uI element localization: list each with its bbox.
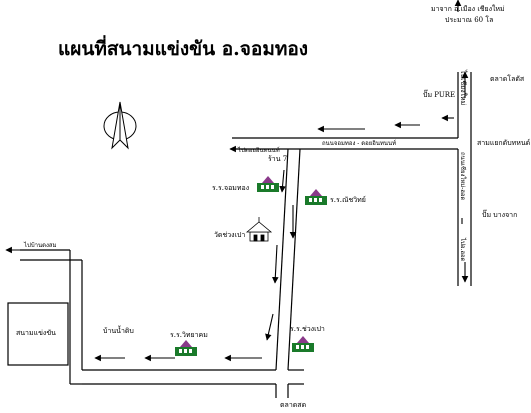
highway-chiangmai-hot — [457, 72, 472, 286]
label-temple: วัดช่วงเปา — [214, 231, 246, 239]
label-to-chiangmai: ไปเชียงใหม่ — [459, 70, 467, 106]
label-highway: ถนนเชียงใหม่-ฮอด — [459, 152, 466, 201]
label-to-dong-kham: ไปบ้านดงสม — [24, 242, 57, 249]
label-talad-lotus: ตลาดโลตัส — [490, 75, 525, 83]
school-building-icon — [305, 189, 327, 205]
distance-note-line2: ประมาณ 60 โล — [445, 16, 494, 24]
label-to-hot: ไปอ.ฮอด — [459, 238, 466, 262]
label-school-chuang-pao: ร.ร.ช่วงเปา — [290, 325, 325, 333]
route-arrows — [5, 0, 469, 362]
road-jomthong-doi — [232, 137, 458, 150]
north-arrow-icon — [103, 101, 137, 150]
label-ban-nam-tok: บ้านน้ำดิบ — [103, 327, 134, 335]
label-to-doi-inthanon: ไปดอยอินทนนท์ — [238, 147, 280, 154]
label-school-jomthong: ร.ร.จอมทอง — [212, 184, 250, 192]
stadium-box — [7, 302, 69, 366]
road-left — [20, 249, 83, 385]
label-three-way-junction: สามแยกดับทหนด์ — [477, 139, 531, 147]
label-shop-7: ร้าน 7 — [268, 155, 288, 163]
label-road-jomthong-doi: ถนนจอมทอง - ดอยอินทนนท์ — [322, 140, 397, 147]
school-building-icon — [257, 176, 279, 192]
label-school-nawaphon: ร.ร.ณัชวิทย์ — [330, 196, 366, 204]
road-to-market — [275, 148, 301, 371]
school-building-icon — [292, 336, 314, 352]
label-pump-pure: ปั๊ม PURE — [423, 91, 456, 99]
label-pump-bangchak: ปั๊ม บางจาก — [482, 211, 518, 219]
label-market: ตลาดสด — [280, 401, 307, 409]
distance-note-line1: มาจาก อ.เมือง เชียงใหม่ — [431, 5, 505, 13]
map-title: แผนที่สนามแข่งขัน อ.จอมทอง — [58, 38, 309, 60]
road-bottom — [82, 369, 304, 398]
temple-icon — [245, 217, 273, 242]
school-building-icon — [175, 340, 197, 356]
label-stadium: สนามแข่งขัน — [16, 329, 56, 337]
label-school-withayakhom: ร.ร.วิทยาคม — [170, 331, 208, 339]
